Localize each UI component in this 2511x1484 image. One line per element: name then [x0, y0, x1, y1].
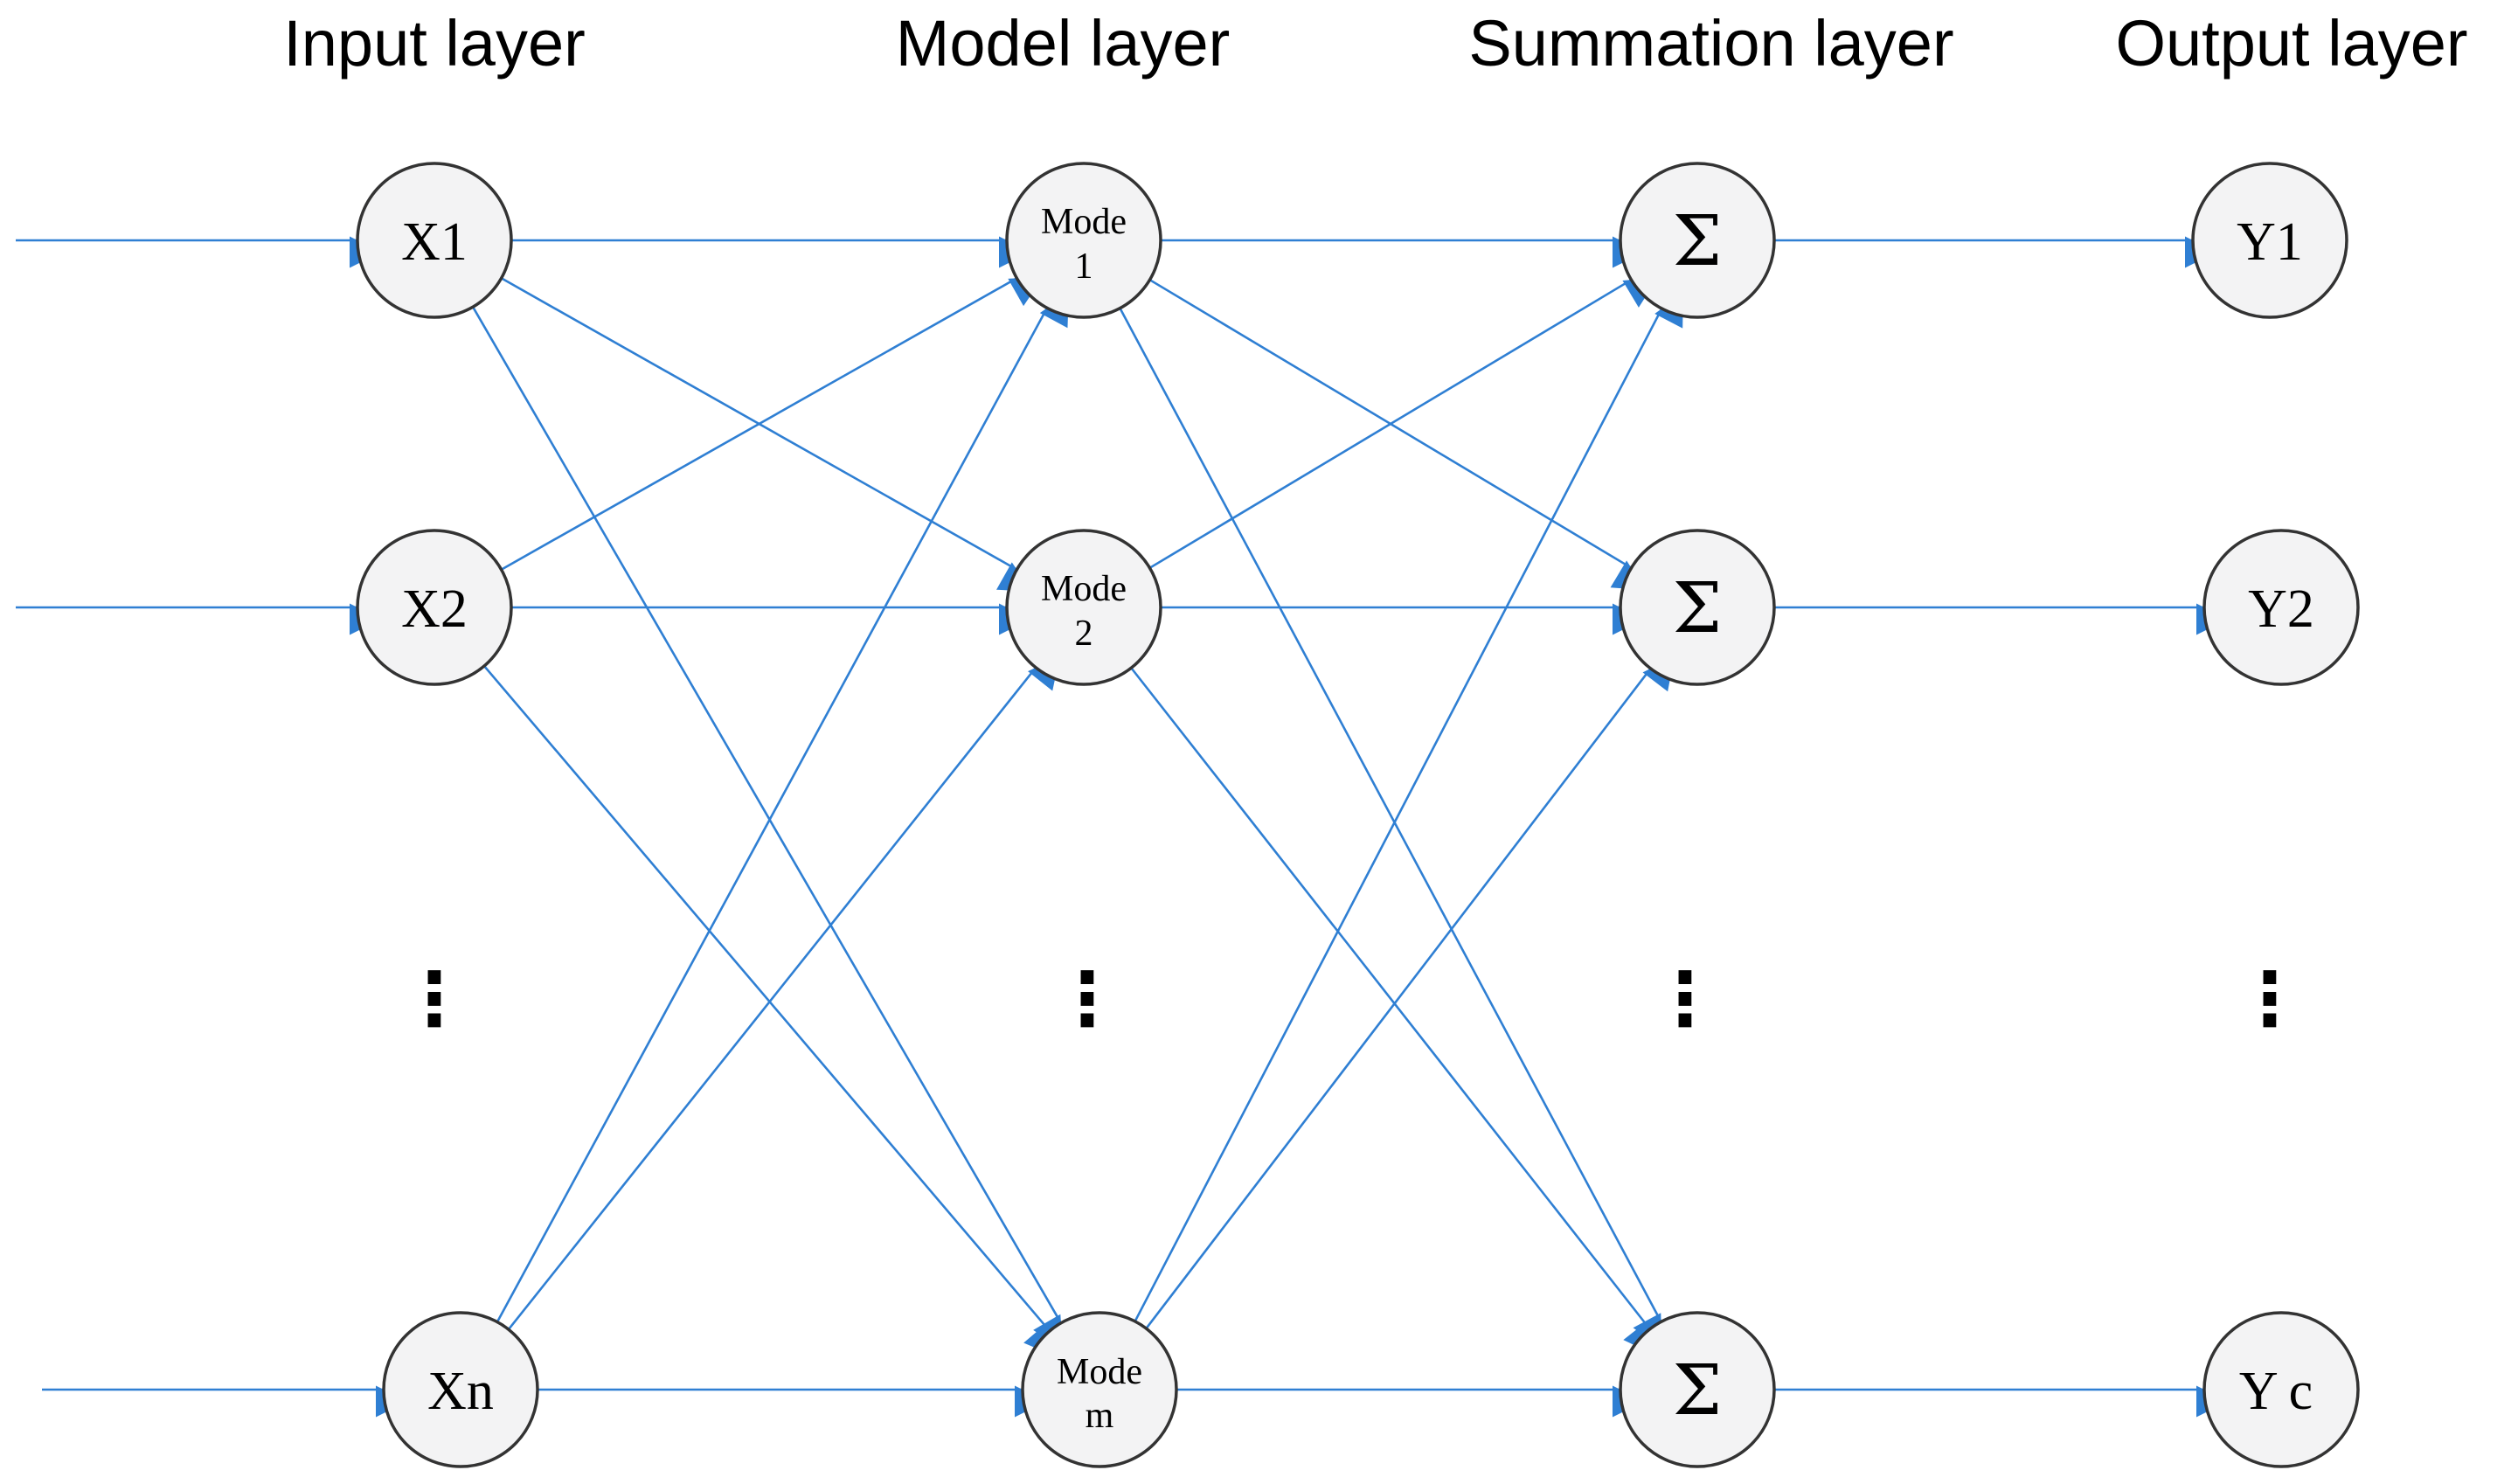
- edge-model-2-summation-1: [1148, 277, 1658, 569]
- input-node-2-label: X2: [401, 579, 468, 639]
- summation-node-1-sigma: Σ: [1673, 200, 1723, 281]
- model-node-2-index: 2: [1075, 614, 1093, 654]
- edge-model-3-summation-1: [1134, 293, 1683, 1322]
- output-node-2-label: Y2: [2248, 579, 2314, 639]
- edge-input-2-model-3: [483, 665, 1057, 1357]
- output-node-c-label: Yc: [2239, 1362, 2323, 1421]
- model-node-m-index: m: [1086, 1396, 1114, 1436]
- input-node-1-label: X1: [401, 212, 468, 272]
- output-node-2: Y2: [2202, 529, 2360, 686]
- model-layer-title: Model layer: [896, 7, 1231, 80]
- edge-model-1-summation-3: [1119, 308, 1662, 1349]
- model-node-2-label: Mode: [1041, 569, 1127, 609]
- edge-input-1-model-3: [471, 306, 1063, 1349]
- model-node-1: Mode 1: [1005, 162, 1162, 319]
- edge-input-3-model-1: [496, 293, 1069, 1323]
- model-node-m: Mode m: [1021, 1311, 1178, 1468]
- edge-input-3-model-2: [507, 656, 1060, 1330]
- model-node-1-label: Mode: [1041, 202, 1127, 242]
- edge-input-2-model-1: [500, 276, 1044, 571]
- model-node-m-label: Mode: [1057, 1352, 1142, 1392]
- summation-layer-title: Summation layer: [1468, 7, 1953, 80]
- output-layer-title: Output layer: [2115, 7, 2467, 80]
- input-node-n: Xn: [382, 1311, 539, 1468]
- input-ellipsis: ⋮: [398, 956, 471, 1042]
- model-node-2: Mode 2: [1005, 529, 1162, 686]
- summation-node-2-sigma: Σ: [1673, 567, 1723, 648]
- output-node-1: Y1: [2191, 162, 2348, 319]
- input-node-2: X2: [356, 529, 513, 686]
- summation-ellipsis: ⋮: [1648, 956, 1722, 1042]
- input-node-1: X1: [356, 162, 513, 319]
- output-ellipsis: ⋮: [2233, 956, 2306, 1042]
- summation-node-3: Σ: [1619, 1311, 1776, 1468]
- connections: [16, 236, 2228, 1418]
- input-layer-title: Input layer: [283, 7, 586, 80]
- output-node-1-label: Y1: [2237, 212, 2303, 272]
- edge-model-3-summation-2: [1145, 656, 1675, 1329]
- summation-node-1: Σ: [1619, 162, 1776, 319]
- model-ellipsis: ⋮: [1051, 956, 1124, 1042]
- model-node-1-index: 1: [1075, 246, 1093, 287]
- output-node-c: Yc: [2202, 1311, 2360, 1468]
- edge-model-2-summation-3: [1130, 667, 1655, 1356]
- input-node-n-label: Xn: [427, 1362, 494, 1421]
- summation-node-3-sigma: Σ: [1673, 1349, 1723, 1431]
- summation-node-2: Σ: [1619, 529, 1776, 686]
